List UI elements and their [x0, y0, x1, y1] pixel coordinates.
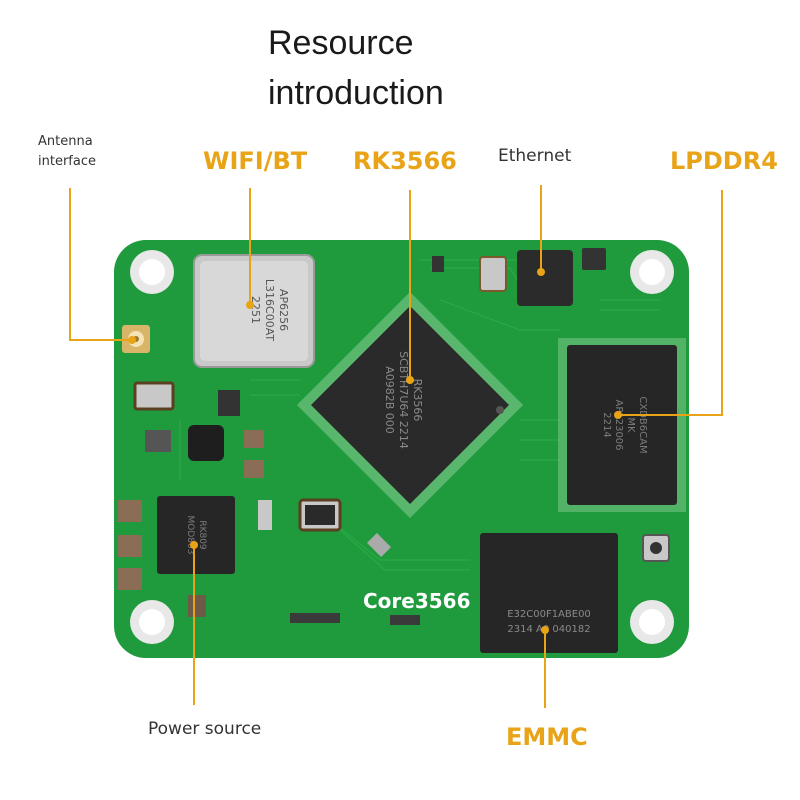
title-line-2: introduction — [268, 74, 444, 112]
emmc-chip-text-1: E32C00F1ABE00 — [507, 609, 591, 620]
antenna-interface-label: Antenna interface — [38, 132, 96, 172]
leader-dots — [128, 268, 622, 634]
leader-lines — [69, 185, 723, 708]
board-silkscreen: Core3566 — [363, 589, 471, 613]
soc-chip: RK3566 SCBTH7U64 2214 A0982B 000 — [296, 291, 524, 519]
emmc-label: EMMC — [506, 723, 588, 751]
pmu-chip: RK809 MOD803 — [157, 496, 235, 574]
ethernet-label: Ethernet — [498, 146, 572, 166]
antenna-label-line-2: interface — [38, 154, 96, 169]
title-line-1: Resource — [268, 24, 414, 62]
soc-chip-text-3: A0982B 000 — [383, 366, 396, 434]
small-components — [118, 256, 670, 625]
pmu-chip-text-2: MOD803 — [185, 516, 195, 555]
ram-chip-text-2: MK — [625, 417, 636, 433]
pmu-chip-text-1: RK809 — [197, 520, 207, 550]
mounting-holes — [130, 250, 674, 644]
ram-chip-text-3: AP123006 — [613, 399, 624, 450]
page-title: Resource introduction — [268, 18, 444, 118]
ram-chip-text-4: 2214 — [601, 412, 612, 437]
wifi-chip-text-2: L316C00AT — [263, 279, 276, 341]
soc-chip-text-1: RK3566 — [411, 379, 424, 422]
wifi-chip-text-1: AP6256 — [277, 289, 290, 331]
antenna-label-line-1: Antenna — [38, 134, 93, 149]
lpddr4-chip: CXDB6CAM MK AP123006 2214 — [558, 338, 686, 512]
ram-chip-text-1: CXDB6CAM — [637, 396, 648, 453]
soc-chip-text-2: SCBTH7U64 2214 — [397, 351, 410, 449]
power-source-label: Power source — [148, 719, 262, 739]
wifi-bt-module: AP6256 L316C00AT 2251 — [193, 254, 315, 368]
emmc-chip: E32C00F1ABE00 2314 A0 040182 — [480, 533, 618, 653]
emmc-chip-text-2: 2314 A0 040182 — [507, 624, 590, 635]
ethernet-phy-chip — [479, 248, 606, 306]
wifi-bt-label: WIFI/BT — [203, 147, 308, 175]
lpddr4-label: LPDDR4 — [670, 147, 778, 175]
rk3566-label: RK3566 — [353, 147, 457, 175]
